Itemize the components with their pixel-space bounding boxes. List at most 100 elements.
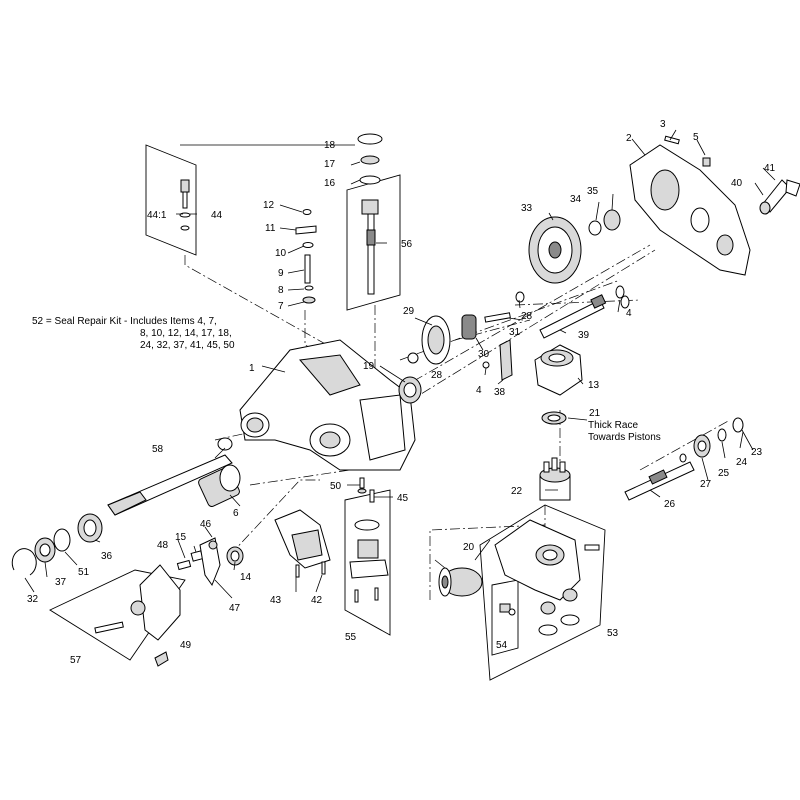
callout-44: 44 bbox=[211, 210, 223, 221]
callout-46: 46 bbox=[200, 519, 212, 530]
callout-10: 10 bbox=[275, 248, 287, 259]
panel-55 bbox=[344, 489, 391, 636]
part-13-center-section bbox=[534, 344, 583, 396]
callout-55: 55 bbox=[345, 632, 357, 643]
callout-12: 12 bbox=[263, 200, 275, 211]
seal-kit-line-2: 8, 10, 12, 14, 17, 18, bbox=[140, 328, 232, 339]
part-57-bracket bbox=[94, 564, 181, 667]
callout-51: 51 bbox=[78, 567, 90, 578]
callout-38: 38 bbox=[494, 387, 506, 398]
part-33-large-gear bbox=[528, 209, 621, 284]
callout-25: 25 bbox=[718, 468, 730, 479]
part-2-cover bbox=[629, 135, 751, 276]
callout-22: 22 bbox=[511, 486, 523, 497]
callout-26: 26 bbox=[664, 499, 676, 510]
callout-54: 54 bbox=[496, 640, 508, 651]
part-6-filter bbox=[198, 464, 241, 507]
part-45-50-bolts bbox=[357, 477, 375, 503]
callout-6: 6 bbox=[233, 508, 239, 519]
callout-49: 49 bbox=[180, 640, 192, 651]
callout-24: 24 bbox=[736, 457, 748, 468]
part-44-valve bbox=[179, 179, 191, 231]
panel-57 bbox=[49, 569, 186, 661]
callout-42: 42 bbox=[311, 595, 323, 606]
part-42-43-plate bbox=[274, 509, 331, 578]
callout-11: 11 bbox=[265, 223, 276, 234]
callout-33: 33 bbox=[521, 203, 533, 214]
part-1-main-housing bbox=[239, 339, 416, 471]
callout-36: 36 bbox=[101, 551, 113, 562]
part-23-27-motor-shaft bbox=[624, 417, 744, 501]
callout-15: 15 bbox=[175, 532, 187, 543]
callout-14: 14 bbox=[240, 572, 252, 583]
part-40-41-lever bbox=[759, 179, 800, 215]
callout-8: 8 bbox=[278, 285, 284, 296]
callout-23: 23 bbox=[751, 447, 763, 458]
part-21-bearing bbox=[541, 411, 567, 425]
callout-56: 56 bbox=[401, 239, 413, 250]
callout-19: 19 bbox=[363, 361, 375, 372]
assembly-panels bbox=[49, 144, 606, 681]
callout-37: 37 bbox=[55, 577, 67, 588]
callout-20: 20 bbox=[463, 542, 475, 553]
callout-44-1: 44:1 bbox=[147, 210, 167, 221]
callout-9: 9 bbox=[278, 268, 284, 279]
thick-race-line-1: Thick Race bbox=[588, 420, 639, 431]
part-56-shaft bbox=[357, 133, 383, 295]
callout-41: 41 bbox=[764, 163, 776, 174]
part-54-spring bbox=[499, 603, 516, 616]
part-22-piston-block bbox=[539, 457, 571, 501]
callout-17: 17 bbox=[324, 159, 336, 170]
callout-28: 28 bbox=[431, 370, 443, 381]
callout-31: 31 bbox=[509, 327, 521, 338]
callout-57: 57 bbox=[70, 655, 82, 666]
part-53-motor-housing bbox=[494, 519, 600, 636]
callout-34: 34 bbox=[570, 194, 582, 205]
callout-40: 40 bbox=[731, 178, 743, 189]
leader-lines bbox=[24, 129, 776, 599]
panel-54 bbox=[491, 579, 519, 656]
seal-kit-line-1: 52 = Seal Repair Kit - Includes Items 4,… bbox=[32, 316, 217, 327]
callout-27: 27 bbox=[700, 479, 712, 490]
callout-39: 39 bbox=[578, 330, 590, 341]
callout-4: 4 bbox=[476, 385, 482, 396]
callout-18: 18 bbox=[324, 140, 336, 151]
seal-kit-line-3: 24, 32, 37, 41, 45, 50 bbox=[140, 340, 235, 351]
callout-16: 16 bbox=[324, 178, 336, 189]
callout-1: 1 bbox=[249, 363, 255, 374]
callout-21: 21 bbox=[589, 408, 601, 419]
thick-race-note: Thick Race Towards Pistons bbox=[588, 420, 661, 444]
seal-repair-kit-note: 52 = Seal Repair Kit - Includes Items 4,… bbox=[32, 316, 235, 352]
part-58-axle-shaft bbox=[107, 437, 233, 516]
callout-45: 45 bbox=[397, 493, 409, 504]
callout-28: 28 bbox=[521, 311, 533, 322]
callout-5: 5 bbox=[693, 132, 699, 143]
panel-44 bbox=[145, 144, 197, 256]
callout-4: 4 bbox=[626, 308, 632, 319]
thick-race-line-2: Towards Pistons bbox=[588, 432, 661, 443]
callout-labels: 1 2 3 4 4 5 6 7 8 9 10 11 12 13 14 15 16… bbox=[27, 119, 776, 666]
callout-58: 58 bbox=[152, 444, 164, 455]
part-stack-7-12 bbox=[295, 209, 317, 304]
part-seals-36-37-51-32 bbox=[11, 513, 103, 576]
callout-2: 2 bbox=[626, 133, 632, 144]
callout-47: 47 bbox=[229, 603, 241, 614]
callout-32: 32 bbox=[27, 594, 39, 605]
part-55-valve-block bbox=[349, 519, 389, 603]
callout-30: 30 bbox=[478, 349, 490, 360]
callout-48: 48 bbox=[157, 540, 169, 551]
parts bbox=[11, 133, 800, 667]
part-46-48-hardware bbox=[176, 537, 244, 587]
callout-50: 50 bbox=[330, 481, 342, 492]
callout-3: 3 bbox=[660, 119, 666, 130]
callout-29: 29 bbox=[403, 306, 415, 317]
panel-53 bbox=[479, 504, 606, 681]
callout-35: 35 bbox=[587, 186, 599, 197]
callout-13: 13 bbox=[588, 380, 600, 391]
callout-43: 43 bbox=[270, 595, 282, 606]
part-gear-train-19-31 bbox=[398, 291, 525, 404]
panel-56 bbox=[346, 174, 401, 311]
callout-53: 53 bbox=[607, 628, 619, 639]
